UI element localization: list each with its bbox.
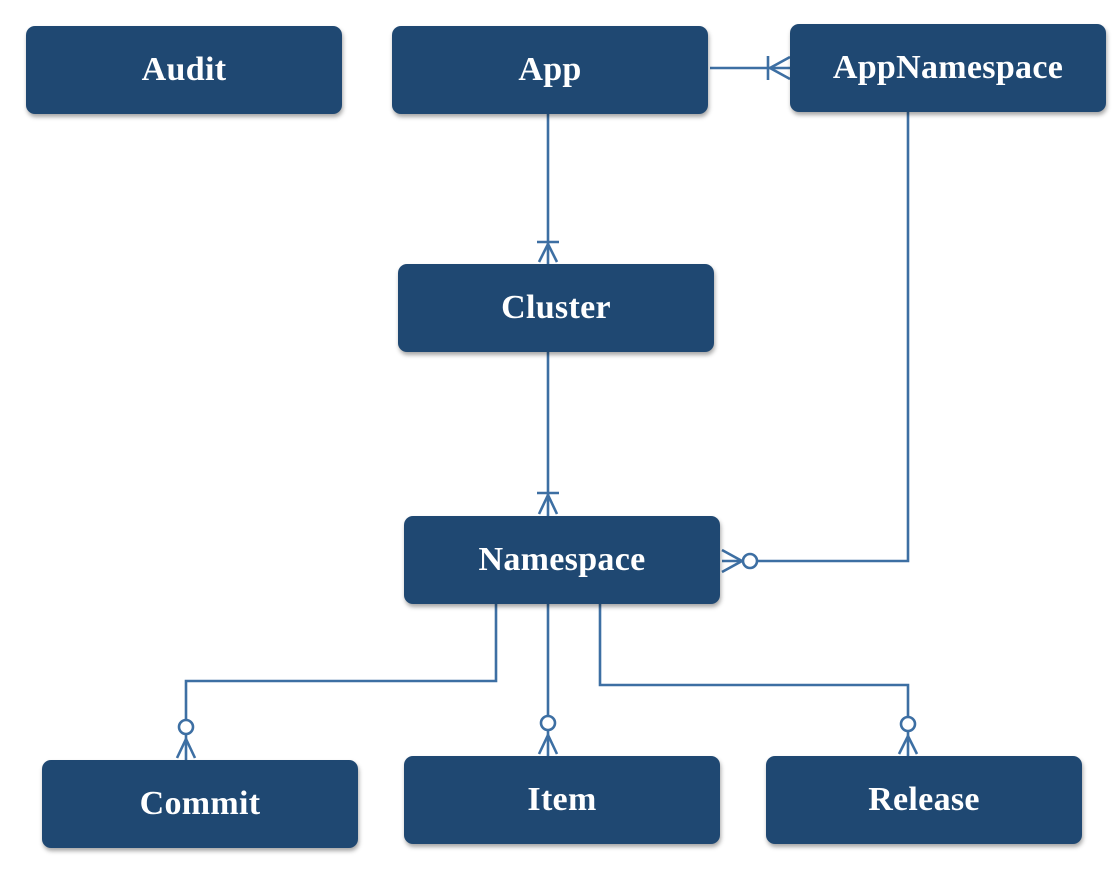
relationship-line <box>598 604 910 756</box>
crows-foot-marker <box>537 491 559 515</box>
zero-circle-marker <box>177 718 195 736</box>
relationship-namespace-item <box>537 604 559 756</box>
crows-foot-marker <box>537 241 559 263</box>
crows-foot-marker <box>897 733 919 755</box>
crows-foot-marker <box>537 731 559 755</box>
zero-circle-marker <box>899 715 917 733</box>
entity-namespace: Namespace <box>404 516 720 604</box>
relationship-app-appnamespace <box>710 55 791 81</box>
entity-item: Item <box>404 756 720 844</box>
relationship-line <box>184 604 498 760</box>
zero-circle-marker <box>539 714 557 732</box>
entity-release: Release <box>766 756 1082 844</box>
relationship-namespace-release <box>598 604 919 756</box>
entity-audit: Audit <box>26 26 342 114</box>
relationship-app-cluster <box>537 114 559 264</box>
zero-circle-marker <box>741 552 759 570</box>
crows-foot-marker <box>767 55 791 81</box>
entity-app-namespace: AppNamespace <box>790 24 1106 112</box>
relationship-namespace-commit <box>175 604 498 760</box>
entity-app: App <box>392 26 708 114</box>
relationship-cluster-namespace <box>537 352 559 516</box>
entity-cluster: Cluster <box>398 264 714 352</box>
relationship-appnamespace-namespace <box>721 112 910 574</box>
entity-commit: Commit <box>42 760 358 848</box>
relationship-line <box>722 112 910 563</box>
crows-foot-marker <box>175 735 197 759</box>
